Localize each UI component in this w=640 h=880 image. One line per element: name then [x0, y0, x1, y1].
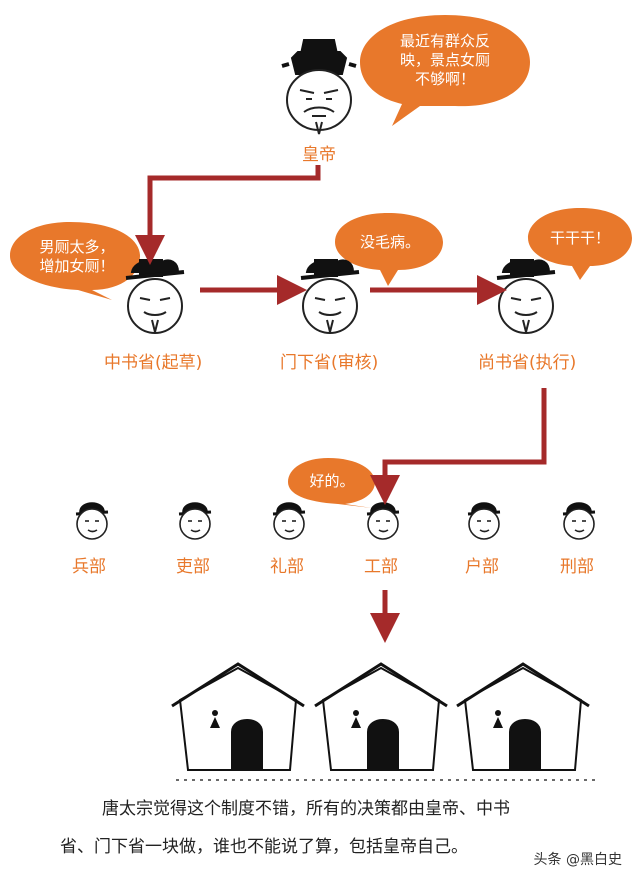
zhongshu-official-figure: [125, 259, 185, 334]
shangshu-official-figure: [496, 259, 556, 334]
bingbu-figure: [75, 502, 109, 540]
ministry-label-gongbu: 工部: [364, 557, 398, 577]
gongbu-bubble: [288, 458, 375, 508]
ministry-label-libu-rites: 礼部: [270, 557, 304, 577]
zhongshu-label: 中书省(起草): [104, 353, 203, 373]
xingbu-figure: [562, 502, 596, 540]
toilet-building-1: [171, 662, 305, 771]
libu-rites-figure: [272, 502, 306, 540]
caption-line-1: 唐太宗觉得这个制度不错，所有的决策都由皇帝、中书: [102, 799, 510, 819]
shangshu-label: 尚书省(执行): [478, 353, 577, 373]
flow-arrows: [135, 165, 547, 643]
caption-line-2: 省、门下省一块做，谁也不能说了算，包括皇帝自己。: [60, 837, 468, 857]
gongbu-bubble-text: 好的。: [309, 471, 355, 490]
shangshu-to-gongbu-arrow: [370, 388, 547, 505]
ministry-label-xingbu: 刑部: [560, 557, 594, 577]
ministry-figures: [75, 502, 596, 540]
ministry-label-bingbu: 兵部: [72, 557, 106, 577]
zhongshu-bubble-text: 男厕太多，增加女厕！: [39, 238, 115, 275]
emperor-to-zhongshu-arrow: [135, 165, 321, 265]
womens-toilets: [171, 662, 596, 781]
menxia-bubble-text: 没毛病。: [359, 232, 420, 251]
hubu-figure: [467, 502, 501, 540]
toilet-building-3: [456, 662, 590, 771]
zhongshu-bubble: [10, 222, 140, 300]
emperor-figure: [281, 39, 357, 135]
emperor-label: 皇帝: [302, 145, 336, 165]
menxia-label: 门下省(审核): [280, 353, 379, 373]
gongbu-figure: [366, 502, 400, 540]
libu-figure: [178, 502, 212, 540]
emperor-bubble: [360, 15, 530, 126]
menxia-bubble: [335, 213, 443, 286]
toilet-building-2: [314, 662, 448, 771]
caption: 唐太宗觉得这个制度不错，所有的决策都由皇帝、中书 省、门下省一块做，谁也不能说了…: [60, 790, 620, 866]
shangshu-bubble: [528, 208, 632, 280]
shangshu-bubble-text: 干干干！: [549, 228, 610, 247]
ministry-label-hubu: 户部: [465, 557, 499, 577]
ministry-label-libu: 吏部: [176, 557, 210, 577]
watermark: 头条 @黑白史: [529, 848, 626, 870]
emperor-bubble-text: 最近有群众反映，景点女厕不够啊！: [399, 31, 490, 88]
menxia-official-figure: [300, 259, 360, 334]
